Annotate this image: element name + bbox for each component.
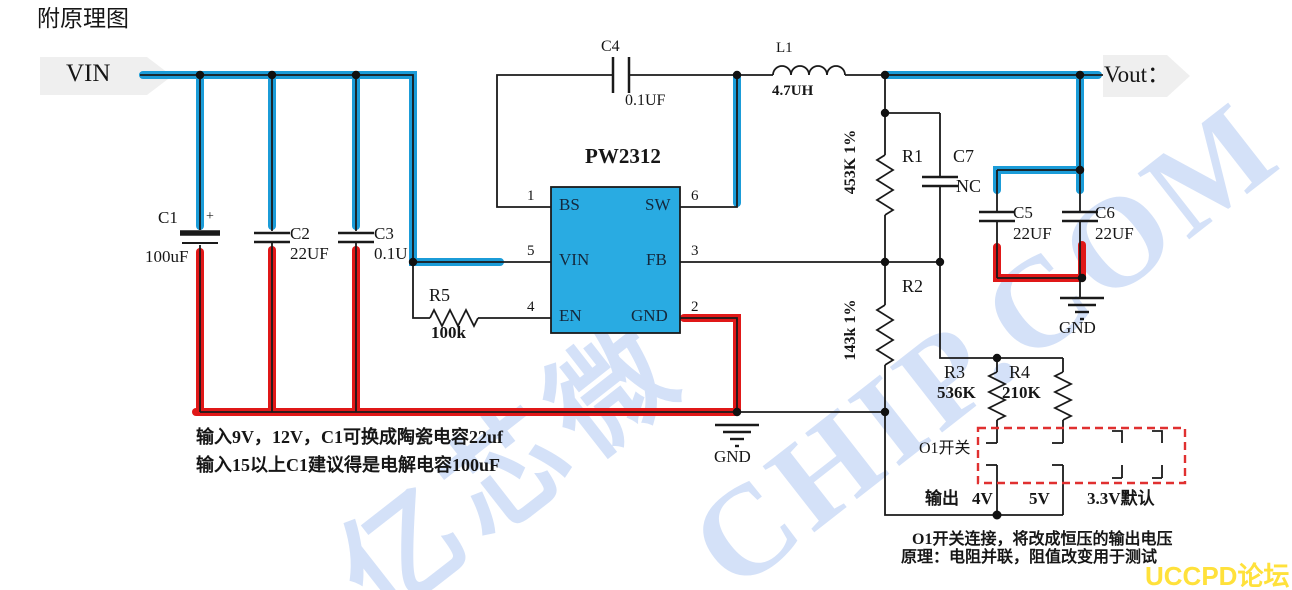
input-note-line2: 输入15以上C1建议得是电解电容100uF <box>196 455 501 475</box>
vin-net-label: VIN <box>66 60 111 87</box>
c4-ref: C4 <box>601 38 620 55</box>
c2-ref: C2 <box>290 224 310 243</box>
c2-value: 22UF <box>290 244 329 263</box>
pin-name-bs: BS <box>559 195 580 214</box>
schematic-lines <box>140 57 1163 516</box>
o1-switch-label: O1开关 <box>919 440 971 457</box>
l1-ref: L1 <box>776 40 793 56</box>
gnd1-label: GND <box>714 447 751 466</box>
c5-ref: C5 <box>1013 203 1033 222</box>
l1-value: 4.7UH <box>772 83 814 99</box>
pin-number-6: 6 <box>691 188 699 204</box>
pin-number-3: 3 <box>691 243 699 259</box>
output-option-5v: 5V <box>1029 489 1050 508</box>
pin-number-5: 5 <box>527 243 535 259</box>
switch-note-line1: O1开关连接，将改成恒压的输出电压 <box>912 531 1173 548</box>
input-note-line1: 输入9V，12V，C1可换成陶瓷电容22uf <box>196 427 504 447</box>
c7-ref: C7 <box>953 146 975 166</box>
output-option-3v3: 3.3V默认 <box>1087 489 1155 508</box>
pin-name-gnd: GND <box>631 306 668 325</box>
page-title: 附原理图 <box>37 6 129 31</box>
switch-note-line2: 原理：电阻并联，阻值改变用于测试 <box>901 549 1158 566</box>
pin-name-sw: SW <box>645 195 671 214</box>
pin-number-1: 1 <box>527 188 535 204</box>
c5-value: 22UF <box>1013 224 1052 243</box>
c3-ref: C3 <box>374 224 394 243</box>
r5-ref: R5 <box>429 285 451 305</box>
r4-ref: R4 <box>1009 362 1031 382</box>
watermark-forum: UCCPD论坛 <box>1145 561 1290 590</box>
o1-switch-box <box>976 426 1187 485</box>
r2-value: 143k 1% <box>842 299 859 361</box>
r5-value: 100k <box>431 323 466 342</box>
c4-value: 0.1UF <box>625 92 666 109</box>
vout-arrow-flag <box>1103 55 1190 97</box>
pin-number-2: 2 <box>691 299 699 315</box>
ic-part-number: PW2312 <box>585 144 661 168</box>
r2-ref: R2 <box>902 276 924 296</box>
c6-ref: C6 <box>1095 203 1115 222</box>
r3-value: 536K <box>937 383 976 402</box>
vin-arrow-flag <box>40 57 172 95</box>
pin-name-en: EN <box>559 306 582 325</box>
r3-ref: R3 <box>944 362 966 382</box>
vout-net-label: Vout： <box>1104 62 1171 87</box>
output-label: 输出 <box>925 489 959 508</box>
ic-body <box>550 186 681 334</box>
r4-value: 210K <box>1002 383 1041 402</box>
c1-value: 100uF <box>145 247 189 266</box>
pin-name-fb: FB <box>646 250 667 269</box>
r1-value: 453K 1% <box>842 129 859 195</box>
c3-value: 0.1U <box>374 244 408 263</box>
c1-polarity: + <box>206 209 214 224</box>
output-option-4v: 4V <box>972 489 993 508</box>
gnd2-label: GND <box>1059 318 1096 337</box>
pin-name-vin: VIN <box>559 250 590 269</box>
junction-dots <box>195 70 1087 520</box>
pin-number-4: 4 <box>527 299 535 315</box>
c7-value: NC <box>956 176 982 196</box>
c6-value: 22UF <box>1095 224 1134 243</box>
r1-ref: R1 <box>902 146 924 166</box>
c1-ref: C1 <box>158 208 178 227</box>
